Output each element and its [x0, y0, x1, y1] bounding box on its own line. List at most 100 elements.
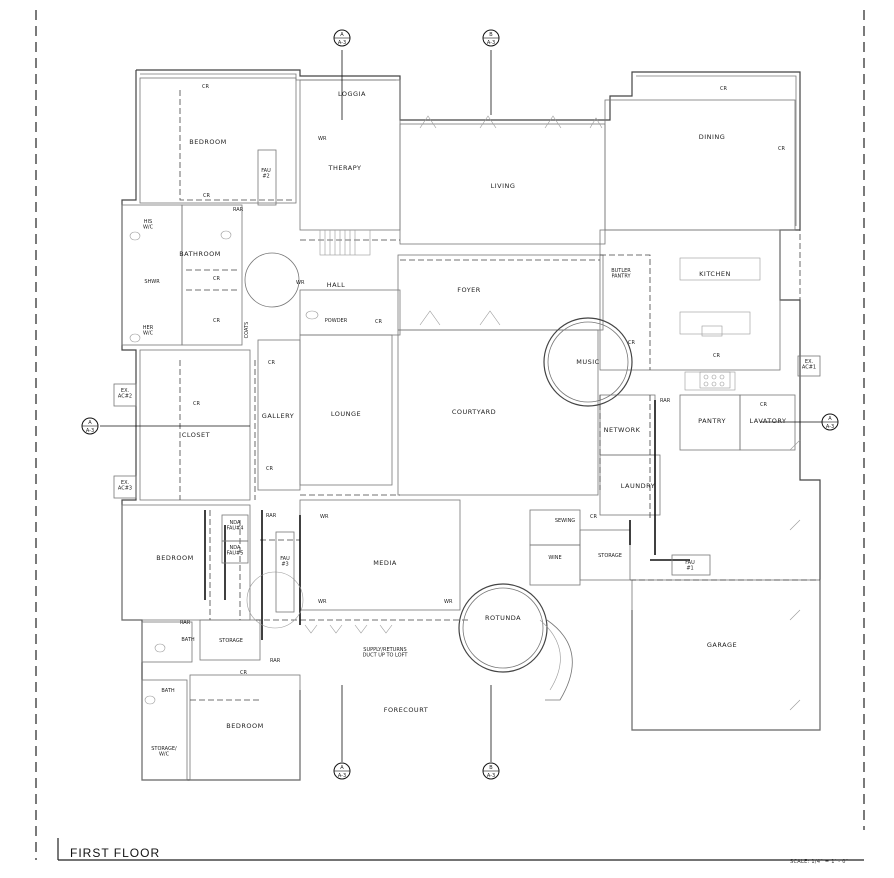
label-sewing: SEWING [555, 518, 575, 524]
label-ex-ac3: EX.AC#3 [118, 480, 132, 492]
svg-text:RAR: RAR [180, 620, 191, 626]
label-music: MUSIC [576, 358, 599, 366]
svg-text:CR: CR [590, 514, 597, 520]
svg-text:CR: CR [240, 670, 247, 676]
svg-text:B: B [489, 765, 493, 771]
svg-text:A-3: A-3 [338, 40, 346, 46]
label-garage: GARAGE [707, 641, 737, 649]
label-foyer: FOYER [457, 286, 481, 294]
label-rar: RAR [233, 207, 244, 213]
svg-text:CR: CR [713, 353, 720, 359]
label-kitchen: KITCHEN [699, 270, 731, 278]
svg-text:CR: CR [760, 402, 767, 408]
label-fau1: FAU#1 [685, 560, 695, 572]
svg-text:B: B [489, 32, 493, 38]
label-bath-sw1: BATH [181, 637, 195, 643]
svg-text:CR: CR [268, 360, 275, 366]
label-forecourt: FORECOURT [384, 706, 428, 714]
label-wr: WR [318, 136, 327, 142]
hall-rotunda-circle [244, 252, 300, 308]
cooktop [684, 371, 736, 391]
svg-text:CR: CR [628, 340, 635, 346]
label-bath-sw2: BATH [161, 688, 175, 694]
toilet-fixtures [129, 230, 319, 705]
svg-text:A: A [340, 32, 344, 38]
label-ex-ac1: EX.AC#1 [802, 359, 816, 371]
label-powder: POWDER [325, 318, 348, 324]
label-storage-wic: STORAGE/W/C [151, 746, 177, 758]
svg-text:RAR: RAR [660, 398, 671, 404]
rotunda-circle [458, 583, 548, 673]
label-storage-c: STORAGE [598, 553, 622, 559]
spiral-stair [545, 619, 573, 701]
exterior-walls [121, 69, 821, 781]
svg-text:A-3: A-3 [487, 773, 495, 779]
svg-text:CR: CR [778, 146, 785, 152]
label-closet: CLOSET [182, 431, 210, 439]
svg-text:A: A [828, 416, 832, 422]
svg-text:CR: CR [203, 193, 210, 199]
sheet-title: FIRST FLOOR [70, 846, 161, 860]
label-bathroom: BATHROOM [179, 250, 221, 258]
svg-text:WR: WR [318, 599, 327, 605]
label-hall: HALL [327, 281, 346, 289]
label-dining: DINING [699, 133, 726, 141]
label-media: MEDIA [373, 559, 397, 567]
svg-text:RAR: RAR [266, 513, 277, 519]
label-therapy: THERAPY [328, 164, 362, 172]
ceiling-lines [179, 90, 820, 701]
svg-text:A-3: A-3 [487, 40, 495, 46]
label-storage-sw: STORAGE [219, 638, 243, 644]
svg-text:WR: WR [296, 280, 305, 286]
label-living: LIVING [491, 182, 516, 190]
svg-text:A-3: A-3 [826, 424, 834, 430]
interior-walls [121, 77, 821, 781]
label-network: NETWORK [604, 426, 641, 434]
kitchen-counter [679, 311, 751, 335]
label-bedroom-w: BEDROOM [156, 554, 193, 562]
room-labels: LOGGIA BEDROOM THERAPY LIVING DINING BAT… [143, 90, 787, 758]
label-shwr: SHWR [144, 279, 160, 285]
door-swings [304, 115, 801, 711]
label-cr: CR [202, 84, 209, 90]
svg-text:CR: CR [266, 466, 273, 472]
svg-text:CR: CR [193, 401, 200, 407]
svg-text:CR: CR [375, 319, 382, 325]
svg-text:WR: WR [444, 599, 453, 605]
label-pantry: PANTRY [698, 417, 726, 425]
label-fau2: FAU#2 [261, 168, 271, 180]
section-marker-left: A A-3 [81, 417, 250, 435]
label-gallery: GALLERY [262, 412, 294, 420]
svg-text:A: A [88, 420, 92, 426]
label-bedroom-nw: BEDROOM [189, 138, 226, 146]
label-bedroom-sw: BEDROOM [226, 722, 263, 730]
music-room-circle [543, 317, 633, 407]
svg-text:CR: CR [213, 318, 220, 324]
svg-text:A: A [340, 765, 344, 771]
section-marker-b-bottom: B A-3 [482, 685, 500, 780]
label-lavatory: LAVATORY [750, 417, 787, 425]
kitchen-island [679, 257, 761, 281]
svg-text:CR: CR [720, 86, 727, 92]
label-loggia: LOGGIA [338, 90, 366, 98]
section-marker-right: A A-3 [760, 413, 839, 431]
label-laundry: LAUNDRY [621, 482, 655, 490]
scale-note: SCALE: 1/4" = 1' - 0" [790, 859, 849, 865]
label-lounge: LOUNGE [331, 410, 361, 418]
svg-text:A-3: A-3 [86, 428, 94, 434]
svg-text:A-3: A-3 [338, 773, 346, 779]
svg-text:WR: WR [320, 514, 329, 520]
label-fau3: FAU#3 [280, 556, 290, 568]
label-rotunda: ROTUNDA [485, 614, 521, 622]
label-wine: WINE [548, 555, 561, 561]
label-coats: COATS [244, 322, 250, 339]
stair [319, 229, 371, 256]
